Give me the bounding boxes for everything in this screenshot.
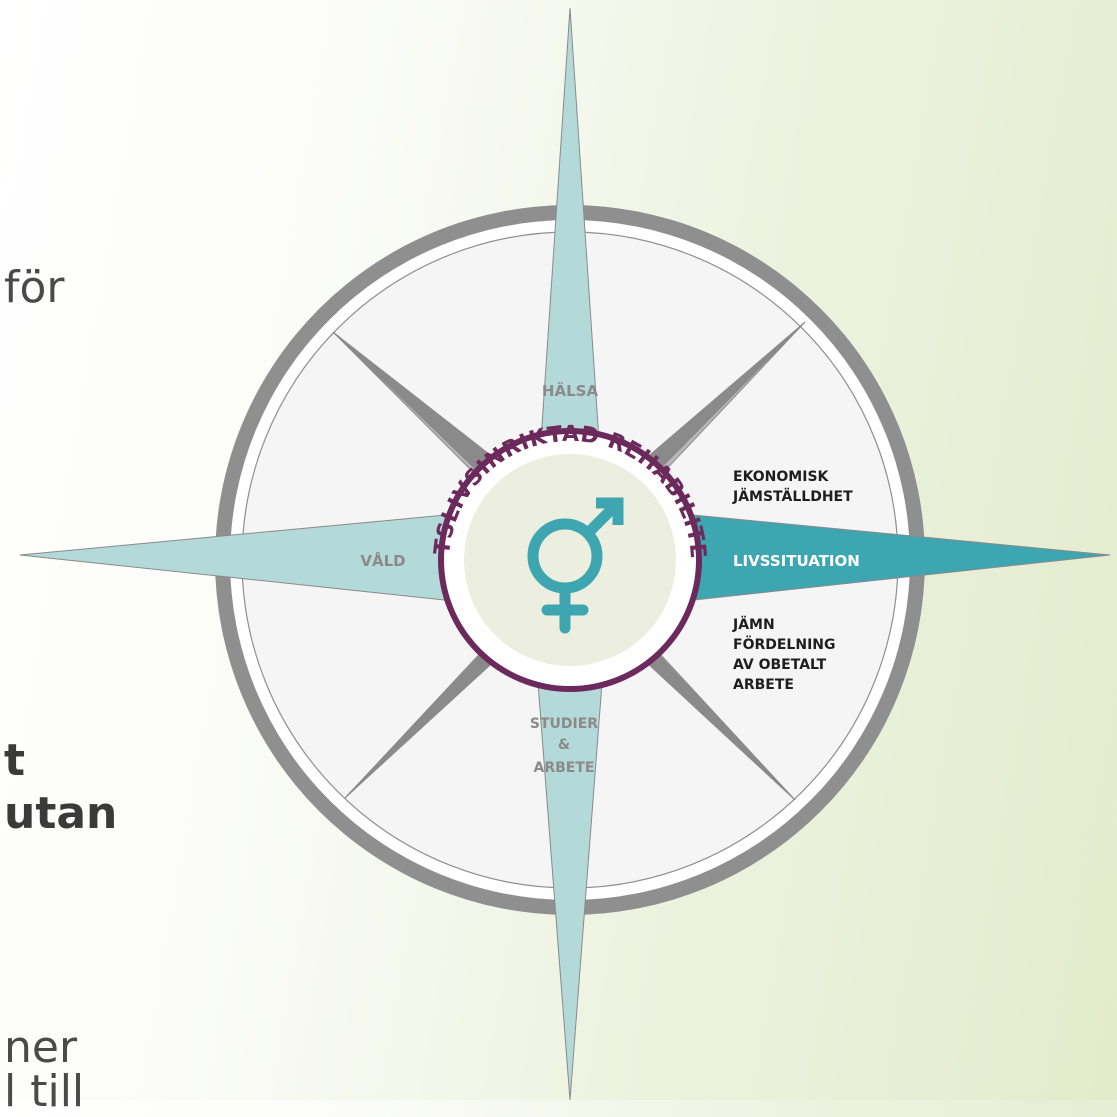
south-label-line: STUDIER [530,716,598,732]
south-label-line: ARBETE [534,760,595,776]
north-label: HÄLSA [542,381,599,400]
east-lower-label: JÄMN FÖRDELNING AV OBETALT ARBETE [732,616,835,693]
west-label: VÅLD [360,551,405,570]
east-lower-label-line: ARBETE [733,677,794,693]
background-text-line-3: utan [4,788,118,839]
east-upper-label-line: JÄMSTÄLLDHET [732,488,853,505]
background-text-line-4: ner [4,1022,78,1073]
south-label-line: & [558,737,570,753]
east-lower-label-line: AV OBETALT [733,657,827,673]
background-text-line-1: för [4,262,65,313]
east-upper-label: EKONOMISK JÄMSTÄLLDHET [732,469,853,505]
east-lower-label-line: FÖRDELNING [733,635,835,653]
south-label: STUDIER & ARBETE [530,716,598,776]
gender-symbol-icon [527,497,624,634]
background-text-line-2: t [4,735,26,786]
east-lower-label-line: JÄMN [732,616,775,633]
center-disc [464,454,676,666]
east-upper-label-line: EKONOMISK [733,469,830,485]
east-label: LIVSSITUATION [733,552,860,570]
